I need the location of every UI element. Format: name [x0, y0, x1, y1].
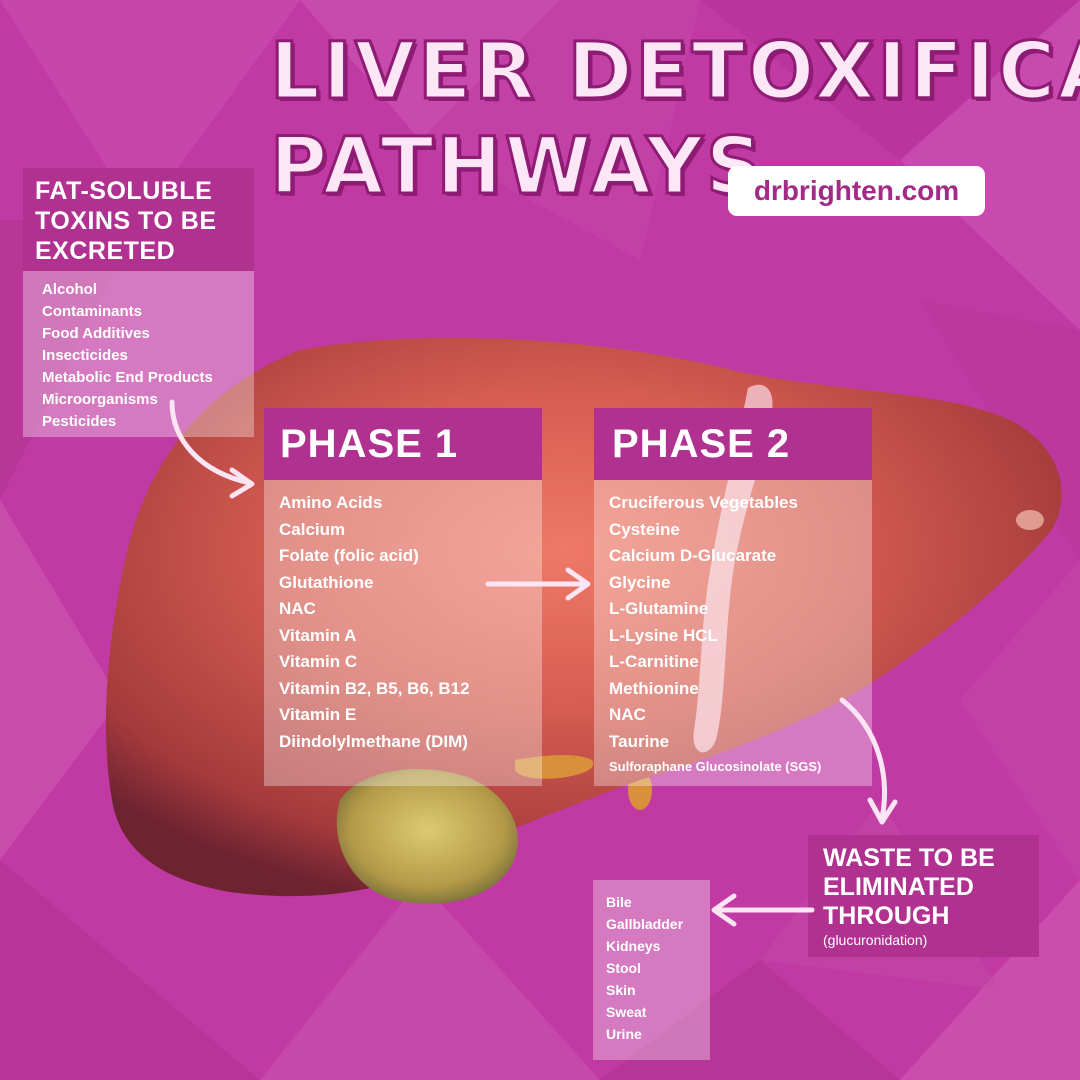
waste-list: Bile Gallbladder Kidneys Stool Skin Swea…: [593, 880, 710, 1060]
arrow-phase2-to-waste-icon: [839, 697, 898, 825]
list-item: L-Carnitine: [609, 652, 699, 671]
list-item: Alcohol: [42, 281, 97, 298]
list-item: Microorganisms: [42, 391, 158, 408]
list-item: Pesticides: [42, 413, 117, 430]
list-item: Calcium: [279, 519, 346, 539]
list-item: Urine: [606, 1026, 642, 1042]
fat-soluble-heading-line: TOXINS TO BE: [35, 207, 217, 235]
list-item: Insecticides: [42, 347, 128, 364]
fat-soluble-heading: FAT-SOLUBLE TOXINS TO BE EXCRETED: [23, 168, 254, 271]
list-item: Food Additives: [42, 325, 150, 342]
list-item: Methionine: [609, 678, 699, 698]
fat-soluble-heading-line: EXCRETED: [35, 237, 176, 265]
arrow-toxins-to-phase1-icon: [169, 399, 255, 499]
list-item: Cruciferous Vegetables: [609, 493, 798, 512]
waste-heading: WASTE TO BE ELIMINATED THROUGH (glucuron…: [808, 835, 1039, 957]
list-item: Cysteine: [609, 519, 680, 539]
list-item: Vitamin C: [279, 652, 358, 671]
list-item: Sweat: [606, 1004, 647, 1020]
list-item: Sulforaphane Glucosinolate (SGS): [609, 759, 822, 774]
list-item: Amino Acids: [279, 493, 383, 512]
list-item: L-Lysine HCL: [609, 625, 718, 645]
phase1-list: Amino Acids Calcium Folate (folic acid) …: [264, 480, 542, 786]
list-item: Vitamin A: [279, 625, 357, 645]
list-item: Taurine: [609, 731, 670, 751]
list-item: Stool: [606, 960, 641, 976]
list-item: Gallbladder: [606, 916, 684, 932]
phase2-list: Cruciferous Vegetables Cysteine Calcium …: [594, 480, 872, 786]
list-item: Diindolylmethane (DIM): [279, 731, 468, 751]
waste-heading-line: ELIMINATED: [823, 873, 974, 901]
list-item: Skin: [606, 982, 636, 998]
list-item: Folate (folic acid): [279, 546, 419, 565]
arrow-waste-to-list-icon: [711, 893, 815, 927]
list-item: Glycine: [609, 572, 671, 592]
list-item: NAC: [279, 599, 316, 618]
list-item: Vitamin E: [279, 705, 357, 724]
waste-note: (glucuronidation): [823, 932, 928, 948]
list-item: Vitamin B2, B5, B6, B12: [279, 678, 470, 698]
list-item: Glutathione: [279, 572, 374, 592]
list-item: L-Glutamine: [609, 599, 709, 618]
title-line-2: PATHWAYS: [269, 122, 765, 212]
arrow-phase1-to-phase2-icon: [485, 567, 591, 601]
phase2-heading: PHASE 2: [594, 408, 872, 480]
title-line-1: LIVER DETOXIFICATION: [268, 27, 1080, 117]
waste-heading-line: THROUGH: [823, 902, 950, 930]
fat-soluble-heading-line: FAT-SOLUBLE: [35, 177, 213, 205]
list-item: Calcium D-Glucarate: [609, 546, 777, 565]
fat-soluble-list: Alcohol Contaminants Food Additives Inse…: [23, 271, 254, 437]
list-item: Kidneys: [606, 938, 661, 954]
website-badge[interactable]: drbrighten.com: [728, 166, 985, 216]
phase1-heading: PHASE 1: [264, 408, 542, 480]
list-item: NAC: [609, 705, 646, 724]
list-item: Contaminants: [42, 303, 143, 320]
waste-heading-line: WASTE TO BE: [823, 844, 995, 872]
list-item: Metabolic End Products: [42, 369, 213, 386]
list-item: Bile: [606, 894, 632, 910]
